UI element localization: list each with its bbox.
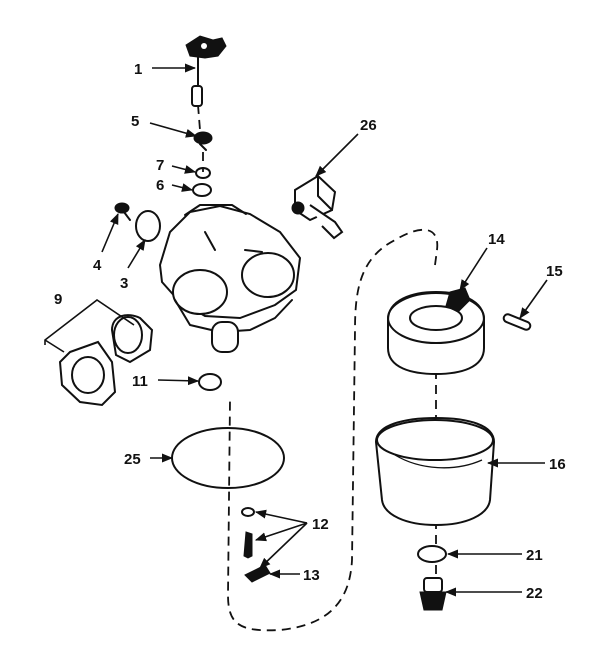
leader-6 — [171, 183, 194, 192]
part-9-assembly — [58, 314, 154, 407]
callout-7: 7 — [156, 157, 164, 174]
primer-part — [291, 174, 344, 240]
callout-6: 6 — [156, 177, 164, 194]
part-25-gasket — [171, 427, 285, 489]
carburetor-body — [158, 204, 302, 353]
part-13-spring — [244, 564, 271, 583]
leader-26 — [315, 133, 359, 177]
part-16-bowl — [374, 416, 496, 527]
callout-3: 3 — [120, 275, 128, 292]
part-22-nut — [419, 577, 447, 611]
leader-12b — [254, 522, 308, 542]
leader-7 — [171, 165, 197, 174]
callout-4: 4 — [93, 257, 102, 274]
callout-21: 21 — [526, 547, 543, 564]
callout-22: 22 — [526, 585, 543, 602]
callout-16: 16 — [549, 456, 566, 473]
throttle-shaft-part — [185, 35, 227, 107]
part-11-oring — [198, 373, 222, 391]
callout-5: 5 — [131, 113, 139, 130]
part-3-disc — [135, 210, 161, 242]
throttle-axis-dashed — [197, 104, 201, 131]
leader-9-bracket — [44, 299, 135, 345]
callout-9: 9 — [54, 291, 62, 308]
idle-screw-part — [193, 131, 213, 151]
callout-14: 14 — [488, 231, 505, 248]
leader-11 — [157, 376, 200, 386]
part-12-needle — [243, 531, 253, 559]
fuel-line-dashed — [227, 228, 439, 632]
leader-15 — [519, 279, 548, 319]
leader-3 — [127, 239, 146, 269]
leader-12c — [259, 522, 308, 569]
leader-14 — [459, 247, 488, 291]
leader-5 — [149, 122, 198, 138]
callout-1: 1 — [134, 61, 142, 78]
callout-11: 11 — [132, 373, 148, 390]
callout-25: 25 — [124, 451, 141, 468]
leader-12a — [254, 509, 308, 524]
washer-part — [192, 183, 212, 197]
callout-12: 12 — [312, 516, 329, 533]
part-12-washer — [241, 507, 255, 517]
callout-13: 13 — [303, 567, 320, 584]
part-4-screw — [114, 202, 131, 221]
callout-26: 26 — [360, 117, 377, 134]
part-21-gasket — [417, 545, 447, 563]
part-14-float — [387, 287, 485, 376]
callout-15: 15 — [546, 263, 563, 280]
leader-9-tail — [44, 339, 65, 353]
part-15-pin — [502, 313, 532, 331]
leader-4 — [101, 212, 119, 253]
